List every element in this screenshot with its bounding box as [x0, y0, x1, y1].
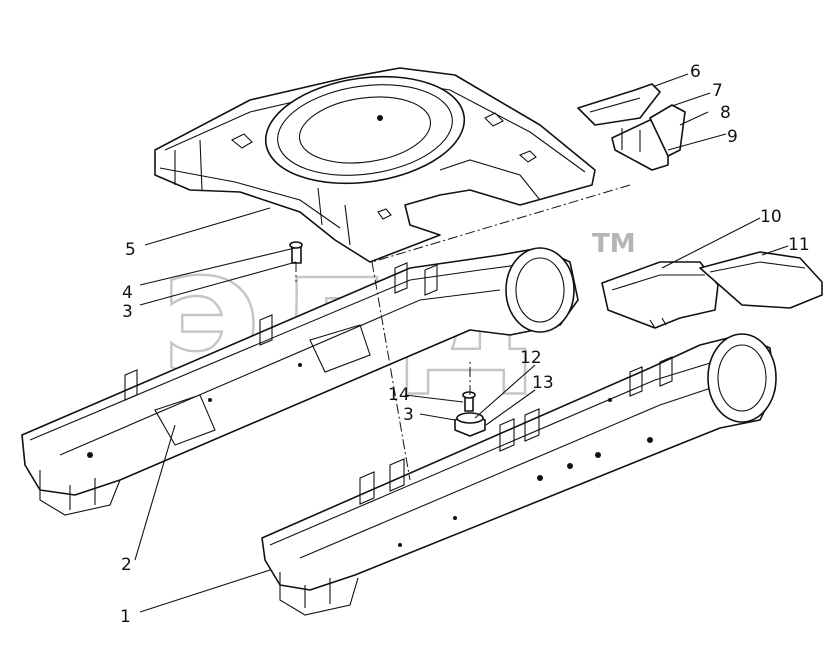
callout-14: 14	[388, 385, 410, 405]
callout-9: 9	[727, 127, 738, 147]
parts-3-12-13-14-fasteners	[289, 241, 486, 437]
callout-6: 6	[690, 62, 701, 82]
callout-12: 12	[520, 348, 542, 368]
centerlines	[295, 184, 631, 481]
callout-3-lower: 3	[403, 405, 414, 425]
callout-11: 11	[788, 235, 810, 255]
callout-5: 5	[125, 240, 136, 260]
part-5-turntable-frame	[154, 67, 596, 263]
callout-13: 13	[532, 373, 554, 393]
callout-4: 4	[122, 283, 133, 303]
parts-6-9-bracket-set	[577, 83, 686, 171]
leader-lines	[134, 73, 789, 613]
part-1-right-track-frame	[261, 333, 777, 616]
part-2-left-track-frame	[21, 247, 579, 516]
watermark-trademark: TM	[592, 229, 636, 259]
parts-10-11-cover-plates	[601, 251, 823, 329]
callout-7: 7	[712, 81, 723, 101]
callout-2: 2	[121, 555, 132, 575]
callout-8: 8	[720, 103, 731, 123]
callout-3-upper: 3	[122, 302, 133, 322]
callout-10: 10	[760, 207, 782, 227]
callout-labels: 1 2 3 4 5 6 7 8 9 10 11 12 13 14 3	[120, 62, 810, 627]
callout-1: 1	[120, 607, 131, 627]
